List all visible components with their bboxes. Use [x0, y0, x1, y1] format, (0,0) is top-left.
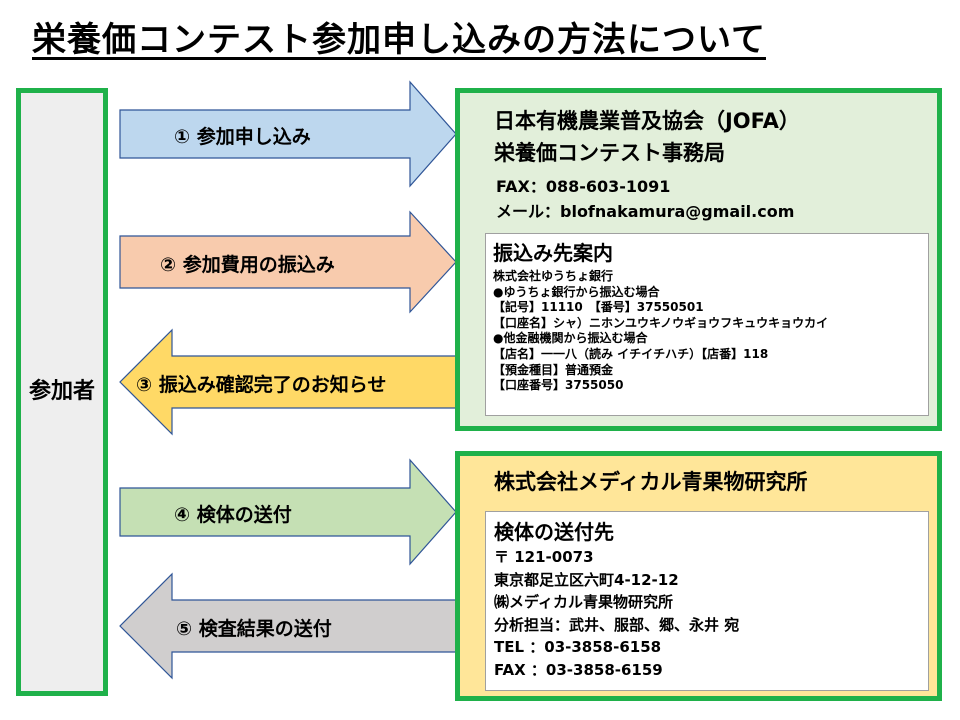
jofa-mail: メール：blofnakamura@gmail.com — [496, 202, 795, 221]
shipping-title: 検体の送付先 — [494, 520, 614, 544]
bank-line: 【口座番号】3755050 — [493, 378, 624, 393]
page-title: 栄養価コンテスト参加申し込みの方法について — [32, 20, 766, 60]
bank-title: 振込み先案内 — [493, 241, 613, 265]
bank-line: ●ゆうちょ銀行から振込む場合 — [493, 284, 660, 299]
address-line: FAX ：03-3858-6159 — [494, 660, 663, 679]
step-1-label: ① 参加申し込み — [174, 126, 311, 148]
bank-line: 【記号】11110 【番号】37550501 — [493, 300, 704, 315]
participant-box: 参加者 — [16, 88, 108, 696]
step-1-arrow — [119, 80, 457, 188]
bank-line: 【店名】一一八（読み イチイチハチ）【店番】118 — [493, 346, 769, 361]
jofa-fax: FAX：088-603-1091 — [496, 177, 671, 196]
shipping-address-panel: 検体の送付先 〒 121-0073 東京都足立区六町4-12-12 ㈱メディカル… — [485, 511, 929, 691]
bank-line: 【口座名】シャ）ニホンユウキノウギョウフキュウキョウカイ — [493, 315, 829, 330]
address-line: ㈱メディカル青果物研究所 — [494, 593, 673, 611]
step-4-arrow — [119, 458, 457, 566]
jofa-name-line1: 日本有機農業普及協会（JOFA） — [494, 109, 800, 133]
medical-lab-name: 株式会社メディカル青果物研究所 — [494, 470, 808, 494]
step-2-label: ② 参加費用の振込み — [160, 254, 335, 276]
step-4-label: ④ 検体の送付 — [174, 504, 292, 526]
step-3-arrow — [119, 328, 457, 436]
step-5-label: ⑤ 検査結果の送付 — [176, 618, 332, 640]
bank-line: 【預金種目】普通預金 — [493, 362, 614, 377]
step-2-arrow — [119, 210, 457, 314]
address-line: 分析担当：武井、服部、郷、永井 宛 — [494, 615, 740, 634]
medical-lab-box: 株式会社メディカル青果物研究所 検体の送付先 〒 121-0073 東京都足立区… — [455, 451, 942, 701]
address-line: 東京都足立区六町4-12-12 — [494, 570, 679, 589]
participant-label: 参加者 — [28, 379, 95, 404]
address-line: 〒 121-0073 — [494, 548, 594, 566]
bank-info-panel: 振込み先案内 株式会社ゆうちょ銀行 ●ゆうちょ銀行から振込む場合 【記号】111… — [485, 233, 929, 416]
jofa-name-line2: 栄養価コンテスト事務局 — [494, 141, 725, 165]
step-5-arrow — [119, 572, 457, 680]
address-line: TEL ：03-3858-6158 — [494, 638, 662, 656]
bank-line: ●他金融機関から振込む場合 — [493, 331, 648, 346]
jofa-box: 日本有機農業普及協会（JOFA） 栄養価コンテスト事務局 FAX：088-603… — [455, 88, 942, 431]
step-3-label: ③ 振込み確認完了のお知らせ — [136, 374, 387, 396]
bank-line: 株式会社ゆうちょ銀行 — [493, 269, 614, 283]
